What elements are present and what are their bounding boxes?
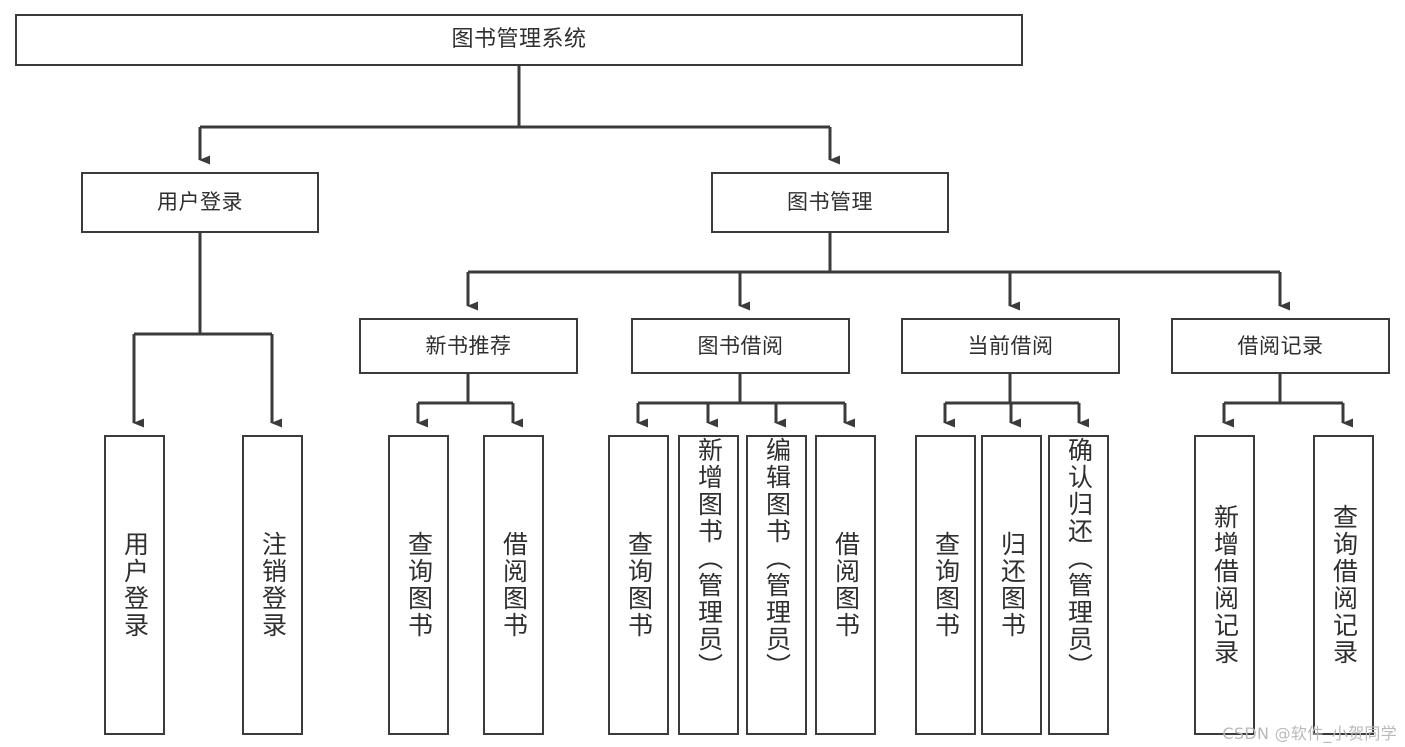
node-book-management[interactable]: 图书管理 xyxy=(711,172,949,233)
node-leaf-newbook-query-label: 查询图书 xyxy=(404,531,434,639)
node-leaf-user-login-logout-label: 注销登录 xyxy=(258,531,288,639)
node-user-login[interactable]: 用户登录 xyxy=(81,172,319,233)
node-leaf-current-confirm-return-label: 确认归还（管理员） xyxy=(1064,437,1094,680)
node-leaf-records-add[interactable]: 新增借阅记录 xyxy=(1194,435,1255,735)
node-borrow-records[interactable]: 借阅记录 xyxy=(1171,318,1390,374)
node-leaf-borrow-borrow-book-label: 借阅图书 xyxy=(831,531,861,639)
node-current-borrow[interactable]: 当前借阅 xyxy=(901,318,1120,374)
node-leaf-borrow-query-label: 查询图书 xyxy=(624,531,654,639)
node-leaf-borrow-edit-book[interactable]: 编辑图书（管理员） xyxy=(746,435,807,735)
node-new-book-recommend-label: 新书推荐 xyxy=(425,333,512,358)
node-leaf-user-login-login-label: 用户登录 xyxy=(120,531,150,639)
node-leaf-records-add-label: 新增借阅记录 xyxy=(1210,504,1240,666)
node-leaf-user-login-logout[interactable]: 注销登录 xyxy=(242,435,303,735)
csdn-watermark: CSDN @软件_小贺同学 xyxy=(1222,724,1397,743)
node-current-borrow-label: 当前借阅 xyxy=(967,333,1054,358)
node-leaf-current-query-label: 查询图书 xyxy=(931,531,961,639)
node-leaf-records-query-label: 查询借阅记录 xyxy=(1329,504,1359,666)
node-book-borrow[interactable]: 图书借阅 xyxy=(631,318,850,374)
node-borrow-records-label: 借阅记录 xyxy=(1237,333,1324,358)
node-leaf-current-return[interactable]: 归还图书 xyxy=(981,435,1042,735)
node-root-system-label: 图书管理系统 xyxy=(451,27,587,53)
node-leaf-borrow-borrow-book[interactable]: 借阅图书 xyxy=(815,435,876,735)
node-leaf-newbook-borrow-label: 借阅图书 xyxy=(499,531,529,639)
node-leaf-current-return-label: 归还图书 xyxy=(997,531,1027,639)
node-user-login-label: 用户登录 xyxy=(157,190,243,215)
node-book-management-label: 图书管理 xyxy=(787,190,873,215)
node-leaf-newbook-borrow[interactable]: 借阅图书 xyxy=(483,435,544,735)
node-leaf-borrow-edit-book-label: 编辑图书（管理员） xyxy=(762,437,792,680)
node-leaf-records-query[interactable]: 查询借阅记录 xyxy=(1313,435,1374,735)
node-leaf-borrow-add-book[interactable]: 新增图书（管理员） xyxy=(678,435,739,735)
node-leaf-current-confirm-return[interactable]: 确认归还（管理员） xyxy=(1048,435,1109,735)
node-book-borrow-label: 图书借阅 xyxy=(697,333,784,358)
node-leaf-borrow-add-book-label: 新增图书（管理员） xyxy=(694,437,724,680)
node-root-system[interactable]: 图书管理系统 xyxy=(15,14,1023,66)
node-new-book-recommend[interactable]: 新书推荐 xyxy=(359,318,578,374)
node-leaf-current-query[interactable]: 查询图书 xyxy=(915,435,976,735)
node-leaf-newbook-query[interactable]: 查询图书 xyxy=(388,435,449,735)
node-leaf-borrow-query[interactable]: 查询图书 xyxy=(608,435,669,735)
node-leaf-user-login-login[interactable]: 用户登录 xyxy=(104,435,165,735)
